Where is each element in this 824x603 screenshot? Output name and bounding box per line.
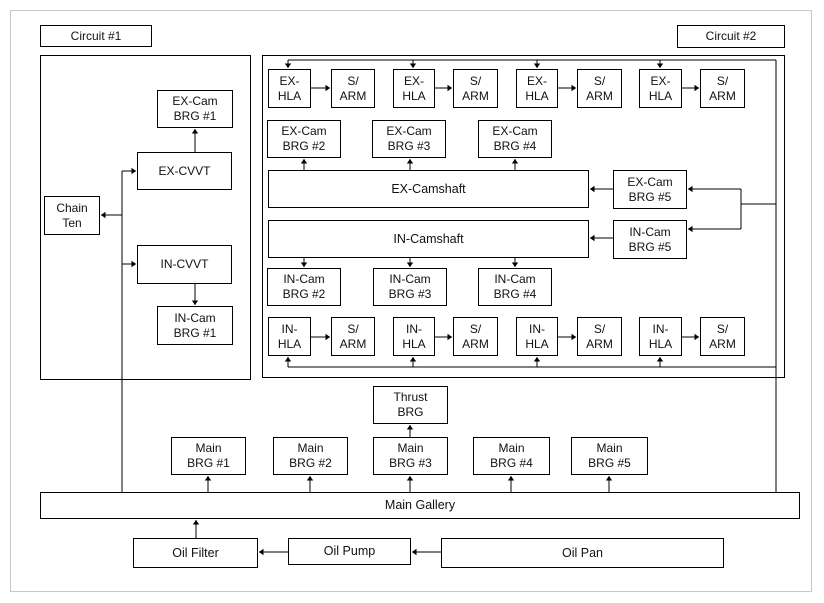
ex-cam-brg-5-box: EX-Cam BRG #5 xyxy=(613,170,687,209)
thrust-brg-box: Thrust BRG xyxy=(373,386,448,424)
rail-to-ex-hla-3-arrow-arrowhead xyxy=(533,63,541,68)
oil-pan-to-pump-arrow-arrowhead xyxy=(412,548,417,556)
ex-cam-brg-3-box: EX-Cam BRG #3 xyxy=(372,120,446,158)
ex-camshaft-to-brg-3-arrow-arrowhead xyxy=(406,159,414,164)
main-brg-2-box: Main BRG #2 xyxy=(273,437,348,475)
s-arm-box: S/ ARM xyxy=(453,317,498,356)
feed-to-in-cvvt-arrow-arrowhead xyxy=(131,260,136,268)
ex-hla-to-s-arm-3-arrow-arrowhead xyxy=(571,84,576,92)
ex-hla-box: EX- HLA xyxy=(639,69,682,108)
ex-hla-to-s-arm-2-arrow-arrowhead xyxy=(447,84,452,92)
ex-camshaft-to-brg-4-arrow-arrowhead xyxy=(511,159,519,164)
s-arm-box: S/ ARM xyxy=(700,69,745,108)
s-arm-box: S/ ARM xyxy=(453,69,498,108)
in-camshaft-to-brg-4-arrow-arrowhead xyxy=(511,262,519,267)
rail-to-ex-hla-4-arrow-arrowhead xyxy=(656,63,664,68)
in-hla-to-s-arm-1-arrow-arrowhead xyxy=(325,333,330,341)
oil-pan-box: Oil Pan xyxy=(441,538,724,568)
in-hla-box: IN- HLA xyxy=(393,317,435,356)
branch-to-in-cam-brg-5-arrow-arrowhead xyxy=(688,225,693,233)
ex-hla-to-s-arm-1-arrow-arrowhead xyxy=(325,84,330,92)
oil-filter-to-gallery-arrow-arrowhead xyxy=(192,520,200,525)
ex-cam-brg-1-box: EX-Cam BRG #1 xyxy=(157,90,233,128)
in-cam-brg-3-box: IN-Cam BRG #3 xyxy=(373,268,447,306)
ex-camshaft-box: EX-Camshaft xyxy=(268,170,589,208)
figure-frame xyxy=(10,10,812,592)
rail-to-in-hla-1-arrow-arrowhead xyxy=(284,357,292,362)
feed-to-ex-cvvt-arrow-arrowhead xyxy=(131,167,136,175)
in-camshaft-to-brg-2-arrow-arrowhead xyxy=(300,262,308,267)
s-arm-box: S/ ARM xyxy=(331,317,375,356)
ex-cam-brg-5-to-camshaft-arrow-arrowhead xyxy=(590,185,595,193)
in-hla-to-s-arm-3-arrow-arrowhead xyxy=(571,333,576,341)
oil-filter-box: Oil Filter xyxy=(133,538,258,568)
in-hla-to-s-arm-4-arrow-arrowhead xyxy=(694,333,699,341)
rail-to-ex-hla-1-arrow-arrowhead xyxy=(284,63,292,68)
ex-camshaft-to-brg-2-arrow-arrowhead xyxy=(300,159,308,164)
ex-cvvt-box: EX-CVVT xyxy=(137,152,232,190)
in-hla-box: IN- HLA xyxy=(516,317,558,356)
rail-to-ex-hla-2-arrow-arrowhead xyxy=(409,63,417,68)
in-cvvt-box: IN-CVVT xyxy=(137,245,232,284)
s-arm-box: S/ ARM xyxy=(331,69,375,108)
ex-hla-box: EX- HLA xyxy=(516,69,558,108)
main-brg-4-box: Main BRG #4 xyxy=(473,437,550,475)
in-camshaft-box: IN-Camshaft xyxy=(268,220,589,258)
gallery-to-main-brg-1-arrow-arrowhead xyxy=(204,476,212,481)
ex-cam-brg-4-box: EX-Cam BRG #4 xyxy=(478,120,552,158)
main-gallery-box: Main Gallery xyxy=(40,492,800,519)
circuit2-label: Circuit #2 xyxy=(677,25,785,48)
main-brg-1-box: Main BRG #1 xyxy=(171,437,246,475)
ex-cvvt-to-ex-cam-brg-1-arrow-arrowhead xyxy=(191,129,199,134)
in-hla-to-s-arm-2-arrow-arrowhead xyxy=(447,333,452,341)
main-brg-5-box: Main BRG #5 xyxy=(571,437,648,475)
rail-to-in-hla-3-arrow-arrowhead xyxy=(533,357,541,362)
in-cam-brg-1-box: IN-Cam BRG #1 xyxy=(157,306,233,345)
in-hla-box: IN- HLA xyxy=(268,317,311,356)
branch-to-ex-cam-brg-5-arrow-arrowhead xyxy=(688,185,693,193)
in-hla-box: IN- HLA xyxy=(639,317,682,356)
s-arm-box: S/ ARM xyxy=(577,69,622,108)
gallery-to-main-brg-4-arrow-arrowhead xyxy=(507,476,515,481)
feed-to-chain-ten-arrow-arrowhead xyxy=(101,211,106,219)
gallery-to-main-brg-3-arrow-arrowhead xyxy=(406,476,414,481)
s-arm-box: S/ ARM xyxy=(577,317,622,356)
in-cvvt-to-in-cam-brg-1-arrow-arrowhead xyxy=(191,300,199,305)
in-cam-brg-5-to-camshaft-arrow-arrowhead xyxy=(590,234,595,242)
ex-cam-brg-2-box: EX-Cam BRG #2 xyxy=(267,120,341,158)
gallery-to-main-brg-5-arrow-arrowhead xyxy=(605,476,613,481)
gallery-to-main-brg-2-arrow-arrowhead xyxy=(306,476,314,481)
s-arm-box: S/ ARM xyxy=(700,317,745,356)
oil-pump-box: Oil Pump xyxy=(288,538,411,565)
circuit1-label: Circuit #1 xyxy=(40,25,152,47)
chain-tensioner-box: Chain Ten xyxy=(44,196,100,235)
in-cam-brg-5-box: IN-Cam BRG #5 xyxy=(613,220,687,259)
rail-to-in-hla-4-arrow-arrowhead xyxy=(656,357,664,362)
rail-to-in-hla-2-arrow-arrowhead xyxy=(409,357,417,362)
circuit1-region xyxy=(40,55,251,380)
main-brg-3-box: Main BRG #3 xyxy=(373,437,448,475)
in-cam-brg-4-box: IN-Cam BRG #4 xyxy=(478,268,552,306)
circuit2-region xyxy=(262,55,785,378)
main-brg-3-to-thrust-arrow-arrowhead xyxy=(406,425,414,430)
ex-hla-box: EX- HLA xyxy=(268,69,311,108)
ex-hla-to-s-arm-4-arrow-arrowhead xyxy=(694,84,699,92)
oil-pump-to-filter-arrow-arrowhead xyxy=(259,548,264,556)
in-camshaft-to-brg-3-arrow-arrowhead xyxy=(406,262,414,267)
ex-hla-box: EX- HLA xyxy=(393,69,435,108)
in-cam-brg-2-box: IN-Cam BRG #2 xyxy=(267,268,341,306)
